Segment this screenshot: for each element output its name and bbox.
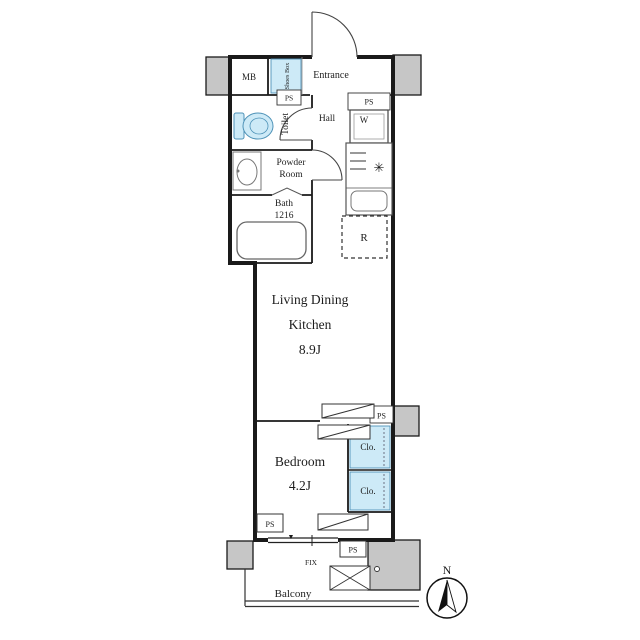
ps-box-toilet bbox=[276, 89, 302, 106]
structure-block-top-left bbox=[205, 56, 231, 96]
refrigerator-space bbox=[341, 215, 388, 259]
door-marker-icon: ▼ bbox=[288, 533, 295, 541]
evacuation-hatch-cross bbox=[329, 565, 371, 591]
closet-lower-label: Clo. bbox=[360, 486, 375, 496]
balcony-label: Balcony bbox=[275, 588, 312, 600]
structure-block-top-right bbox=[392, 54, 422, 96]
refrigerator-label: R bbox=[360, 232, 368, 244]
compass-icon bbox=[426, 577, 468, 619]
toilet-bowl bbox=[242, 112, 274, 140]
powder-room-label-1: Powder bbox=[276, 158, 306, 168]
ps-label-toilet: PS bbox=[285, 94, 293, 103]
sliding-door-bedroom-diagonal bbox=[317, 513, 369, 531]
ps-box-bedroom bbox=[256, 513, 284, 533]
structure-block-mid-right bbox=[392, 405, 420, 437]
structure-block-bottom-left bbox=[226, 540, 254, 570]
sliding-door-upper-diagonal bbox=[321, 403, 375, 419]
fixtures bbox=[232, 57, 394, 558]
toilet-label: Toilet bbox=[281, 113, 291, 135]
exterior-wall-left bbox=[228, 55, 312, 542]
mb-label: MB bbox=[242, 72, 256, 82]
sliding-door-lower-diagonal bbox=[317, 424, 371, 440]
balcony-area bbox=[244, 565, 419, 608]
ps-label-bedroom: PS bbox=[266, 520, 275, 529]
ps-box-bottom bbox=[339, 540, 367, 558]
entrance-door-arc bbox=[311, 11, 358, 58]
compass-needle-light bbox=[446, 579, 457, 614]
washer-box bbox=[349, 109, 389, 144]
stove-icon: ✳ bbox=[374, 160, 385, 175]
exterior-walls bbox=[228, 55, 395, 542]
powder-room-door-arc bbox=[311, 149, 343, 181]
drain-circle bbox=[374, 566, 380, 572]
closet-lower bbox=[349, 471, 391, 511]
doors bbox=[271, 11, 358, 196]
powder-room-label-2: Room bbox=[279, 170, 303, 180]
exterior-wall-right bbox=[338, 55, 395, 542]
text-labels: MB Shoes Box Entrance PS PS Toilet Hall … bbox=[242, 62, 452, 600]
ldk-size-label: 8.9J bbox=[299, 342, 321, 357]
bath-folding-door bbox=[271, 187, 303, 196]
toilet-bowl-inner bbox=[249, 117, 269, 135]
ps-label-entrance: PS bbox=[365, 98, 374, 107]
ldk-label-2: Kitchen bbox=[289, 317, 332, 332]
structure-block-bottom-right bbox=[367, 539, 421, 591]
washer-pan bbox=[353, 113, 385, 140]
stove-grill-lines bbox=[350, 152, 366, 170]
bathtub bbox=[236, 221, 307, 260]
ps-label-bottom: PS bbox=[349, 546, 358, 555]
toilet-door-arc bbox=[279, 107, 313, 141]
hall-label: Hall bbox=[319, 114, 336, 124]
entrance-label: Entrance bbox=[313, 70, 349, 81]
bath-size-label: 1216 bbox=[275, 211, 294, 221]
bedroom-size-label: 4.2J bbox=[289, 478, 311, 493]
shoes-box-label: Shoes Box bbox=[284, 62, 291, 90]
balcony-window bbox=[268, 535, 338, 546]
balcony-railing bbox=[245, 600, 419, 608]
compass-needle-dark bbox=[438, 580, 447, 612]
sliding-doors bbox=[317, 403, 375, 531]
washbasin-bowl bbox=[236, 158, 258, 186]
window-double-line bbox=[268, 537, 338, 544]
ps-label-mid-right: PS bbox=[377, 412, 386, 421]
bath-label: Bath bbox=[275, 199, 293, 209]
closet-upper-label: Clo. bbox=[360, 442, 375, 452]
bedroom-label: Bedroom bbox=[275, 454, 326, 469]
washbasin-faucet bbox=[236, 169, 240, 173]
ldk-label-1: Living Dining bbox=[272, 292, 349, 307]
north-label: N bbox=[443, 563, 452, 577]
kitchen-sink bbox=[350, 190, 388, 212]
gray-blocks bbox=[205, 54, 422, 591]
washer-label: W bbox=[360, 115, 369, 125]
fix-window-label: FIX bbox=[305, 558, 318, 567]
